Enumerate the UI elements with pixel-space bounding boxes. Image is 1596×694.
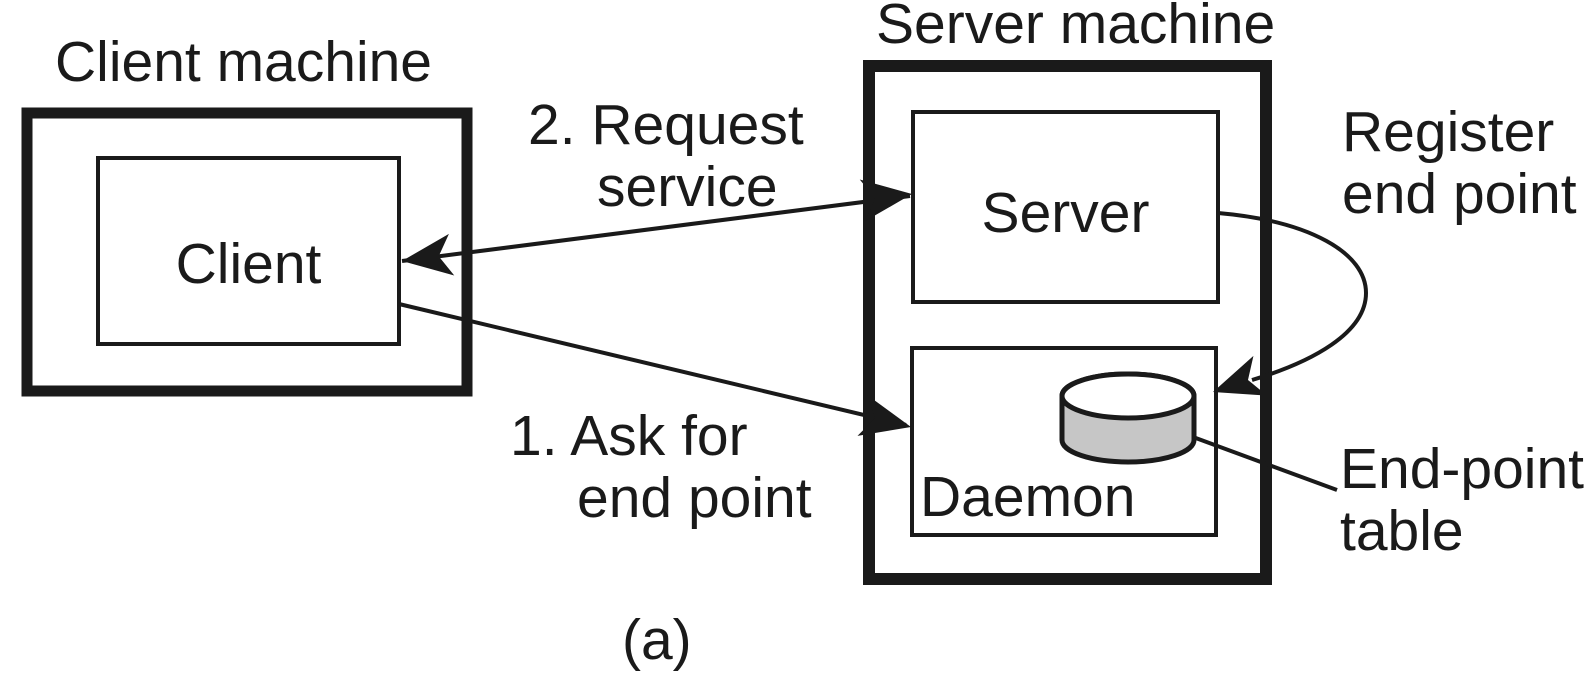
endpoint-table-cylinder-top (1059, 371, 1197, 421)
ask-endpoint-line (398, 302, 907, 427)
register-endpoint-label-line2: end point (1342, 162, 1577, 226)
ask-endpoint-label: 1. Ask for end point (510, 405, 812, 529)
client-machine-label: Client machine (55, 30, 433, 94)
server-box (911, 110, 1220, 304)
arrowhead-into-daemon-icon (857, 394, 911, 436)
client-box-label: Client (175, 232, 322, 296)
client-box (96, 156, 401, 346)
endpoint-table-label-line1: End-point (1340, 437, 1585, 501)
arrowhead-into-server-icon (859, 179, 912, 222)
server-machine-label: Server machine (876, 0, 1276, 56)
request-service-label-line2: service (597, 155, 778, 219)
daemon-box (910, 346, 1218, 537)
register-endpoint-label-line1: Register (1342, 100, 1555, 164)
arrowhead-into-client-icon (402, 233, 455, 276)
figure-caption: (a) (622, 608, 692, 672)
endpoint-table-label: End-point table (1340, 438, 1584, 562)
request-service-label-line1: 2. Request (528, 93, 804, 157)
daemon-box-label: Daemon (920, 465, 1136, 529)
endpoint-table-label-line2: table (1340, 499, 1464, 563)
request-service-label: 2. Request service (528, 94, 804, 218)
request-service-line (401, 194, 911, 263)
endpoint-table-pointer-line (1192, 435, 1338, 492)
server-machine-box (863, 60, 1272, 585)
register-endpoint-label: Register end point (1342, 101, 1577, 225)
arrowhead-into-table-icon (1213, 355, 1268, 396)
ask-endpoint-label-line1: 1. Ask for (510, 404, 748, 468)
ask-endpoint-label-line2: end point (577, 466, 812, 530)
server-box-label: Server (981, 181, 1150, 245)
register-endpoint-curve (1217, 211, 1369, 382)
